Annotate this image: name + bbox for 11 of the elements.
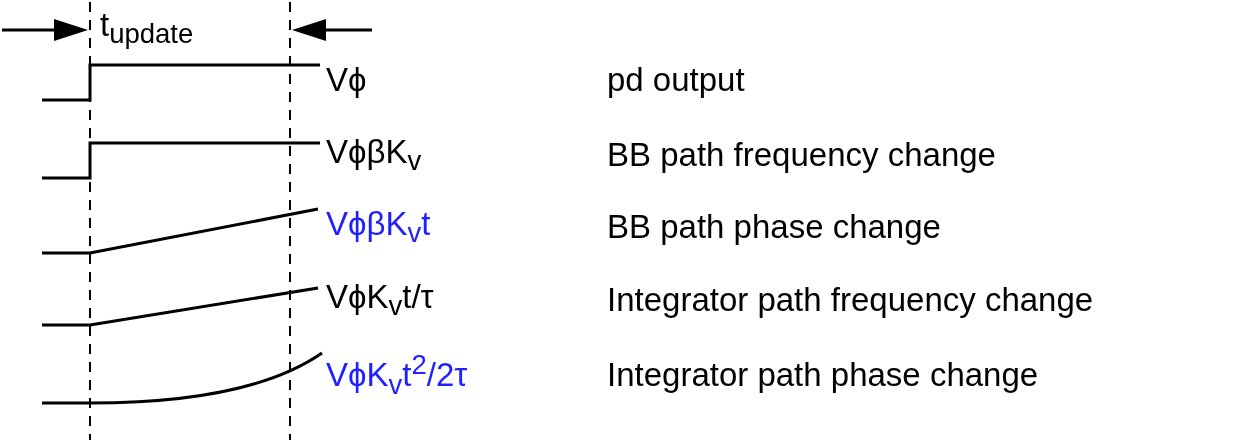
signal-formula: VϕK$_{v}$t/τ [326,278,434,322]
signal-description: Integrator path phase change [607,356,1039,394]
signal-formula: VϕβK$_{v}$t [326,205,431,249]
interval-label: t$_{update}$ [100,6,194,50]
signal-formula: Vϕ [326,61,367,99]
signal-description: pd output [607,61,745,99]
signal-formula: VϕK$_{v}$t$^{2}$/2τ [326,350,468,400]
signal-formula: VϕβK$_{v}$ [326,133,422,177]
signal-description: BB path frequency change [607,136,996,174]
signal-description: BB path phase change [607,208,941,246]
signal-description: Integrator path frequency change [607,281,1094,319]
